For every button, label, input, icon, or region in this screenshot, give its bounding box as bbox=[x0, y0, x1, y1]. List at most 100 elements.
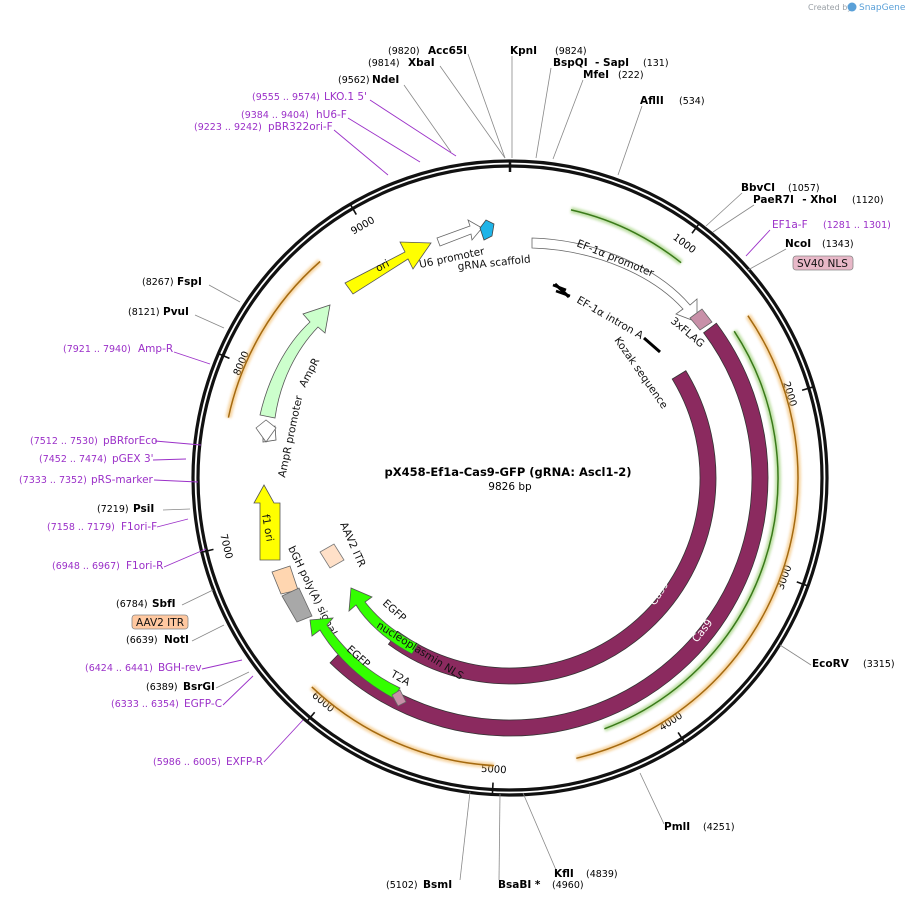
site-leader bbox=[208, 284, 241, 303]
tick-mark bbox=[491, 782, 494, 794]
sv40-nls-rect bbox=[792, 255, 854, 271]
aav2-itr-inner-box bbox=[319, 543, 345, 569]
tick-mark bbox=[219, 353, 230, 360]
site-position: (9820) bbox=[388, 46, 420, 57]
orf-orange-bottom[interactable] bbox=[311, 686, 495, 767]
site-name-secondary[interactable]: - XhoI bbox=[802, 194, 837, 206]
site-name[interactable]: PsiI bbox=[133, 503, 154, 515]
primer-range: (1281 .. 1301) bbox=[823, 220, 891, 231]
site-position: (222) bbox=[618, 70, 644, 81]
site-leader bbox=[639, 772, 665, 825]
primer-leader bbox=[745, 229, 771, 257]
site-name[interactable]: MfeI bbox=[583, 69, 609, 81]
ori-arrow bbox=[344, 241, 432, 295]
aav2-itr-box[interactable]: AAV2 ITR bbox=[131, 614, 189, 630]
tick-mark bbox=[677, 732, 685, 743]
site-name[interactable]: BspQI bbox=[553, 57, 588, 69]
ori-feature[interactable]: ori bbox=[344, 241, 432, 295]
site-name-secondary[interactable]: - SapI bbox=[595, 57, 629, 69]
site-position: (1343) bbox=[822, 239, 854, 250]
tick-mark bbox=[202, 548, 214, 553]
site-name[interactable]: AflII bbox=[640, 95, 664, 107]
site-name[interactable]: FspI bbox=[177, 276, 202, 288]
site-leader bbox=[705, 192, 743, 227]
site-name[interactable]: BbvCI bbox=[741, 182, 775, 194]
site-name[interactable]: EcoRV bbox=[812, 658, 850, 670]
site-name[interactable]: BsmI bbox=[423, 879, 452, 891]
primer-leader bbox=[201, 659, 243, 670]
f1ori-arrow bbox=[253, 484, 281, 561]
tick-mark bbox=[801, 386, 813, 391]
primer-name[interactable]: hU6-F bbox=[316, 109, 347, 121]
primer-name[interactable]: BGH-rev bbox=[158, 662, 202, 674]
tick-mark bbox=[307, 711, 316, 722]
site-name[interactable]: PmlI bbox=[664, 821, 690, 833]
site-name[interactable]: NotI bbox=[164, 634, 189, 646]
u6-feature[interactable]: U6 promoter gRNA scaffold bbox=[418, 219, 531, 273]
orf-orange-left[interactable] bbox=[227, 260, 321, 418]
tick-mark bbox=[796, 581, 808, 587]
tick-label: 7000 bbox=[217, 533, 234, 560]
primer-name[interactable]: Amp-R bbox=[138, 343, 173, 355]
nls-label: nucleoplasmin NLS bbox=[374, 619, 465, 682]
primer-name[interactable]: EGFP-C bbox=[184, 698, 222, 710]
sv40-nls-box[interactable]: SV40 NLS bbox=[792, 255, 854, 271]
site-name[interactable]: KflI bbox=[554, 868, 574, 880]
ef1a-promoter-label: EF-1α promoter bbox=[575, 238, 656, 280]
primer-name[interactable]: EF1a-F bbox=[772, 219, 808, 231]
primer-name[interactable]: pRS-marker bbox=[91, 474, 154, 486]
ef1a-intron-label: EF-1α intron A bbox=[575, 294, 646, 342]
primer-range: (6333 .. 6354) bbox=[111, 699, 179, 710]
site-leader bbox=[712, 204, 755, 233]
site-name[interactable]: PvuI bbox=[163, 306, 189, 318]
site-leader bbox=[498, 793, 501, 881]
brand-created-by: Created by bbox=[808, 3, 852, 12]
primer-name[interactable]: pBR322ori-F bbox=[268, 121, 333, 133]
primer-name[interactable]: LKO.1 5' bbox=[324, 91, 367, 103]
site-position: (3315) bbox=[863, 659, 895, 670]
primer-labels: (9555 .. 9574)LKO.1 5'(9384 .. 9404)hU6-… bbox=[19, 91, 891, 768]
site-leader bbox=[181, 589, 214, 606]
primer-name[interactable]: pBRforEco bbox=[103, 435, 157, 447]
site-name[interactable]: XbaI bbox=[408, 57, 435, 69]
aav2-itr-label: AAV2 ITR bbox=[136, 617, 184, 629]
cas9-outer-arc[interactable] bbox=[329, 322, 769, 737]
site-name[interactable]: SbfI bbox=[152, 598, 176, 610]
site-position: (7219) bbox=[97, 504, 129, 515]
ampr-feature[interactable]: AmpR AmpR promoter bbox=[255, 304, 331, 479]
aav2-itr-rect bbox=[131, 614, 189, 630]
site-name[interactable]: PaeR7I bbox=[753, 194, 794, 206]
site-position: (9814) bbox=[368, 58, 400, 69]
site-name[interactable]: KpnI bbox=[510, 45, 537, 57]
primer-name[interactable]: F1ori-R bbox=[126, 560, 163, 572]
egfp-feature[interactable]: EGFP EGFP T2A nucleoplasmin NLS bbox=[309, 587, 466, 707]
primer-name[interactable]: F1ori-F bbox=[121, 521, 157, 533]
f1ori-label: f1 ori bbox=[259, 513, 276, 542]
primer-leader bbox=[333, 129, 389, 176]
primer-range: (9223 .. 9242) bbox=[194, 122, 262, 133]
primer-name[interactable]: pGEX 3' bbox=[112, 453, 154, 465]
site-position: (1057) bbox=[788, 183, 820, 194]
orf-green-right[interactable] bbox=[604, 330, 779, 730]
f1ori-feature[interactable]: f1 ori bbox=[253, 484, 281, 561]
site-name[interactable]: NdeI bbox=[372, 74, 399, 86]
site-name[interactable]: BsrGI bbox=[183, 681, 215, 693]
site-position: (4839) bbox=[586, 869, 618, 880]
aav2-itr-inner-label: AAV2 ITR bbox=[337, 520, 367, 569]
site-name[interactable]: Acc65I bbox=[428, 45, 467, 57]
site-name[interactable]: NcoI bbox=[785, 238, 811, 250]
primer-name[interactable]: EXFP-R bbox=[226, 756, 263, 768]
cas9-inner-arc[interactable] bbox=[387, 370, 717, 685]
orf-green-top[interactable] bbox=[570, 209, 682, 264]
site-position: (6784) bbox=[116, 599, 148, 610]
ampr-arrow bbox=[259, 304, 331, 419]
primer-leader bbox=[173, 351, 211, 365]
orf-orange-right[interactable] bbox=[576, 315, 799, 760]
flag-box bbox=[689, 308, 713, 331]
site-name[interactable]: BsaBI * bbox=[498, 879, 541, 891]
aav2-itr-left-box bbox=[271, 565, 299, 595]
ef1a-promoter-arrow bbox=[531, 237, 698, 323]
orf-layer bbox=[225, 206, 801, 769]
primer-leader bbox=[153, 479, 199, 483]
aav2-itr-inner-feature[interactable]: AAV2 ITR bbox=[319, 520, 368, 569]
